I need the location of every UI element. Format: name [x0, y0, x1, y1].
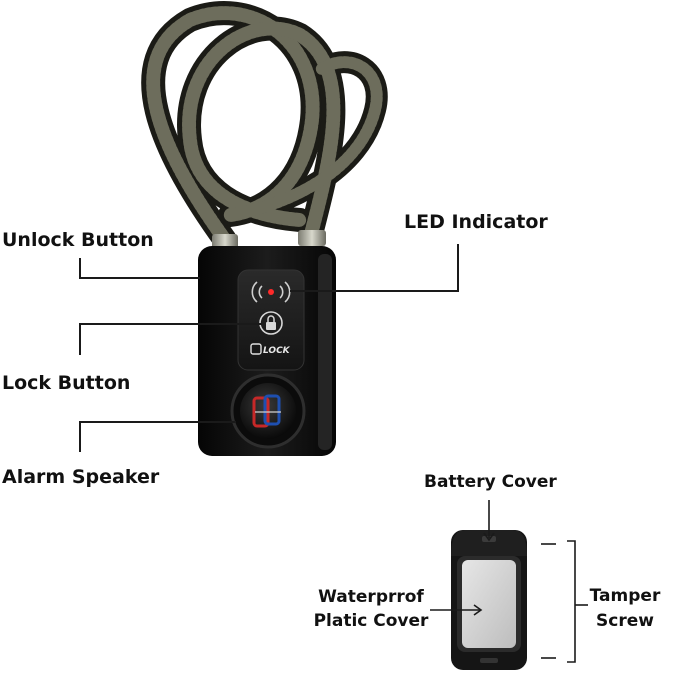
unlock-button-label: Unlock Button	[2, 229, 154, 251]
tamper-screw-label-line2: Screw	[596, 611, 654, 631]
steel-cable	[141, 1, 388, 252]
lock-button-label: Lock Button	[2, 372, 131, 394]
led-indicator-light	[268, 289, 274, 295]
tamper-screw-label-line1: Tamper	[589, 586, 661, 606]
control-panel	[237, 269, 305, 371]
leader-lines	[79, 244, 459, 452]
lock-body: LOCK	[198, 246, 336, 456]
lock-back-view	[451, 530, 527, 670]
alarm-speaker[interactable]	[230, 373, 306, 449]
brand-logo: LOCK	[250, 343, 291, 356]
waterproof-plastic-cover	[462, 560, 516, 648]
alarm-speaker-label: Alarm Speaker	[2, 466, 160, 488]
logo-text: LOCK	[263, 346, 291, 356]
wireless-icon	[251, 281, 291, 303]
battery-cover-label: Battery Cover	[424, 472, 557, 492]
back-view-leader-lines	[430, 500, 588, 663]
waterproof-cover-label-line1: Waterprrof	[318, 587, 424, 607]
waterproof-cover-label-line2: Platic Cover	[313, 611, 429, 631]
lock-button[interactable]	[259, 311, 283, 335]
led-indicator-label: LED Indicator	[404, 211, 548, 233]
right-cable-ferrule	[298, 230, 326, 246]
